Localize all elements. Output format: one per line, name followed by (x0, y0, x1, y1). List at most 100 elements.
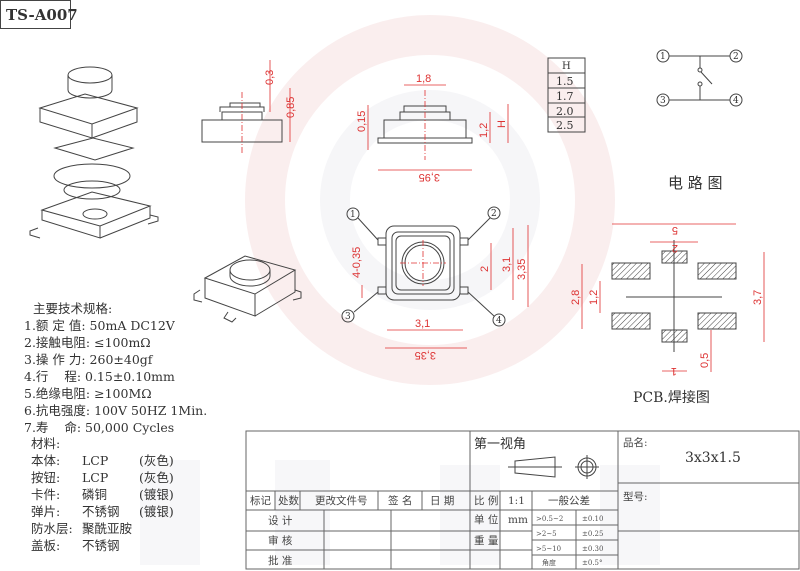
material-name: 磷铜 (82, 487, 107, 502)
callout-3: 3 (345, 312, 351, 322)
material-row: 弹片: 不锈钢 (镀银) (31, 504, 174, 519)
dim-body-height: 1,2 (478, 123, 490, 138)
tolerance-value: ±0.25 (582, 530, 603, 538)
technical-specs: 主要技术规格: 1.额 定 值: 50mA DC12V 2.接触电阻: ≤100… (24, 301, 207, 553)
assembled-isometric-view (193, 255, 302, 323)
pcb-label: PCB.焊接图 (633, 389, 710, 406)
spec-item: 1.额 定 值: 50mA DC12V (24, 318, 176, 333)
dim-outer-width: 3,35 (415, 349, 436, 361)
dim-h: H (496, 120, 508, 128)
material-name: 不锈钢 (82, 504, 120, 519)
dim-pad-gap: 0,5 (699, 353, 711, 368)
exploded-isometric-view (29, 66, 159, 239)
material-name: 不锈钢 (82, 538, 120, 553)
circuit-pin-1: 1 (660, 52, 666, 62)
spec-item: 3.操 作 力: 260±40gf (24, 352, 154, 367)
tolerance-heading: 一般公差 (548, 494, 590, 507)
height-option: 1.5 (556, 75, 574, 88)
unit-label: 单 位 (474, 513, 499, 526)
rev-header-count: 处数 (278, 494, 299, 507)
rev-header-mark: 标记 (250, 495, 271, 507)
pcb-pad (611, 312, 651, 330)
dim-button-width: 1,8 (416, 73, 431, 85)
rev-header-doc: 更改文件号 (315, 494, 368, 507)
weight-label: 重 量 (474, 534, 499, 547)
title-box (0, 0, 71, 29)
dim-body-height: 0,85 (285, 97, 297, 118)
pcb-footprint: 5 2 2,8 1,2 3,7 0,5 1 PCB.焊接图 (570, 223, 765, 406)
material-part: 本体: (31, 453, 60, 468)
callout-2: 2 (491, 209, 497, 219)
material-row: 卡件: 磷铜 (镀银) (31, 487, 174, 502)
height-option: 2.0 (556, 105, 574, 118)
material-row: 防水层: 聚酰亚胺 (31, 521, 132, 536)
materials-heading: 材料: (31, 436, 60, 451)
tolerance-value: ±0.10 (582, 515, 603, 523)
dim-inner-height: 1,2 (588, 290, 600, 305)
height-option: 1.7 (556, 90, 574, 103)
scale-label: 比 例 (474, 494, 498, 507)
pcb-pad (611, 262, 651, 280)
tolerance-range: >0.5~2 (536, 515, 563, 523)
drawing-title: TS-A007 (6, 6, 78, 24)
circuit-pin-4: 4 (733, 96, 739, 106)
height-table: H 1.5 1.7 2.0 2.5 (547, 57, 586, 133)
dim-base-thickness: 0,15 (356, 111, 368, 132)
product-name: 3x3x1.5 (685, 450, 741, 466)
height-table-header: H (562, 61, 571, 72)
model-label: 型号: (623, 490, 648, 503)
pcb-pad (697, 312, 737, 330)
material-name: 聚酰亚胺 (82, 521, 132, 536)
dim-inner-width: 2 (672, 242, 678, 254)
dim-overall-width: 3,95 (419, 171, 440, 183)
rev-header-date: 日 期 (430, 495, 454, 507)
title-block: 第一视角 品名: 3x3x1.5 型号: 标记 处数 更改文件号 签 名 日 期… (245, 430, 800, 570)
circuit-pin-3: 3 (660, 96, 666, 106)
material-finish: (灰色) (139, 470, 174, 485)
first-angle-projection-symbol (508, 455, 599, 479)
material-finish: (镀银) (139, 504, 174, 519)
tolerance-range: 角度 (542, 558, 556, 567)
material-name: LCP (82, 470, 108, 485)
material-row: 按钮: LCP (灰色) (31, 470, 174, 485)
circuit-label: 电 路 图 (668, 174, 723, 192)
material-finish: (镀银) (139, 487, 174, 502)
circuit-diagram: 1 2 3 4 电 路 图 (656, 49, 743, 192)
material-finish: (灰色) (139, 453, 174, 468)
spec-item: 5.绝缘电阻: ≥100MΩ (24, 386, 152, 401)
product-name-label: 品名: (623, 436, 648, 449)
side-view: 0,3 0,85 (201, 60, 297, 155)
material-name: LCP (82, 453, 108, 468)
tolerance-range: >5~10 (536, 545, 561, 553)
dim-pad-width: 1 (671, 365, 677, 377)
tolerance-range: >2~5 (536, 530, 557, 538)
dim-body-width: 3,1 (415, 318, 430, 330)
dim-terminal-pitch: 2 (479, 266, 491, 272)
material-row: 盖板: 不锈钢 (31, 538, 120, 553)
specs-heading: 主要技术规格: (33, 301, 112, 316)
role-approve: 批 准 (268, 554, 292, 567)
unit-value: mm (508, 514, 528, 526)
circuit-pin-2: 2 (733, 52, 739, 62)
dim-terminal-width: 4-0,35 (351, 247, 363, 278)
height-option: 2.5 (556, 119, 574, 132)
rev-header-signature: 签 名 (388, 494, 412, 507)
spec-item: 7.寿 命: 50,000 Cycles (24, 420, 174, 435)
dim-total-height: 3,7 (752, 290, 764, 305)
material-part: 盖板: (31, 538, 60, 553)
material-part: 卡件: (31, 487, 60, 502)
scale-value: 1:1 (508, 495, 525, 507)
dim-body-height: 3,1 (501, 257, 513, 272)
dim-outer-height: 2,8 (570, 290, 582, 305)
front-view: 1,8 0,15 1,2 H 3,95 (356, 73, 509, 183)
material-row: 本体: LCP (灰色) (31, 453, 174, 468)
spec-item: 4.行 程: 0.15±0.10mm (24, 369, 175, 384)
callout-1: 1 (350, 210, 356, 220)
role-design: 设 计 (268, 514, 293, 527)
projection-label: 第一视角 (474, 437, 526, 452)
callout-4: 4 (496, 316, 502, 326)
material-part: 按钮: (31, 470, 60, 485)
role-review: 审 核 (268, 534, 293, 547)
